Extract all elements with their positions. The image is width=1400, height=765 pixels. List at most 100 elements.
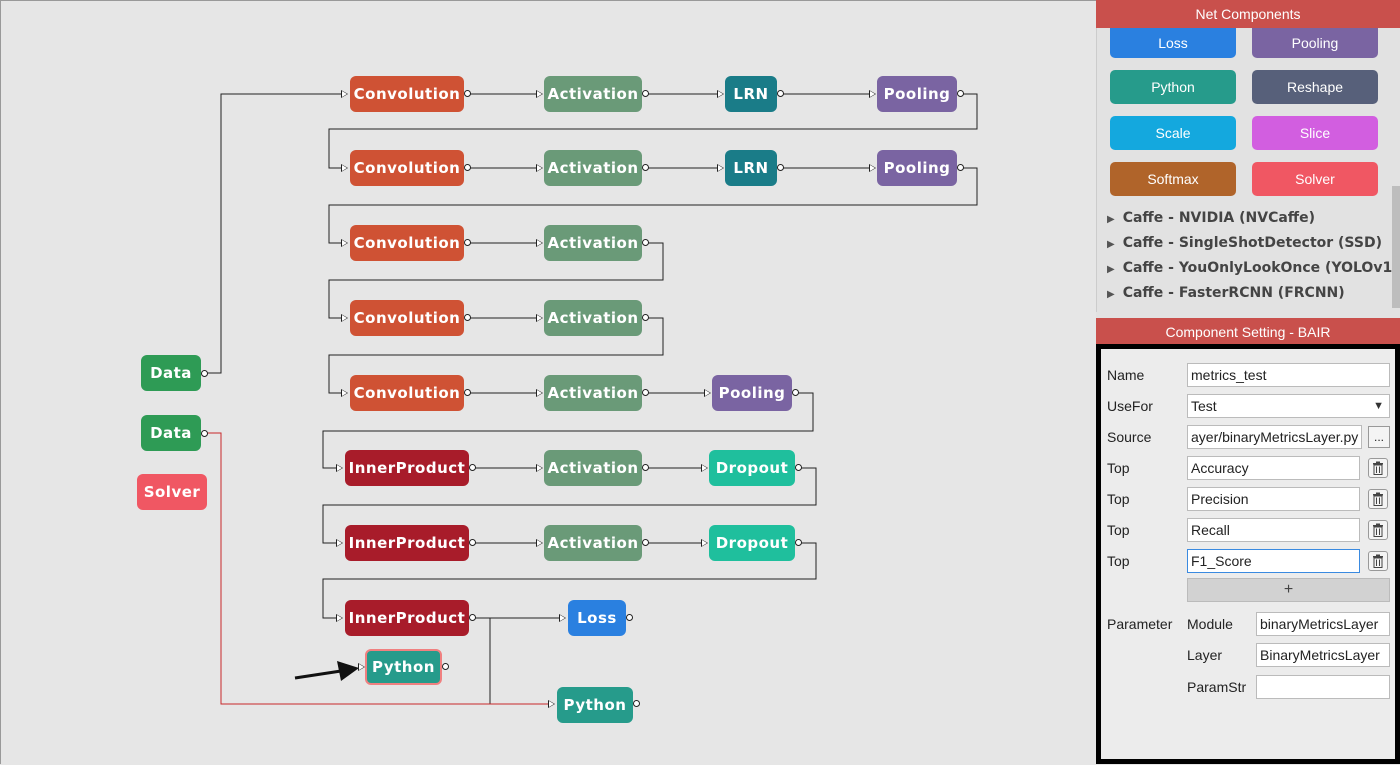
output-port[interactable] <box>642 539 649 546</box>
input-port[interactable] <box>536 90 543 98</box>
component-slice-button[interactable]: Slice <box>1252 116 1378 150</box>
input-port[interactable] <box>536 314 543 322</box>
input-port[interactable] <box>704 389 711 397</box>
convolution-node[interactable]: Convolution <box>350 375 464 411</box>
input-port[interactable] <box>341 389 348 397</box>
trash-icon[interactable] <box>1368 520 1388 540</box>
lrn-node[interactable]: LRN <box>725 150 777 186</box>
output-port[interactable] <box>464 389 471 396</box>
activation-node[interactable]: Activation <box>544 150 642 186</box>
component-solver-button[interactable]: Solver <box>1252 162 1378 196</box>
input-port[interactable] <box>341 164 348 172</box>
component-python-button[interactable]: Python <box>1110 70 1236 104</box>
dropout-node[interactable]: Dropout <box>709 450 795 486</box>
input-port[interactable] <box>536 164 543 172</box>
innerproduct-node[interactable]: InnerProduct <box>345 450 469 486</box>
python-node[interactable]: Python <box>557 687 633 723</box>
top-field[interactable]: Precision <box>1187 487 1360 511</box>
library-nvcaffe[interactable]: ▶Caffe - NVIDIA (NVCaffe) <box>1107 210 1315 226</box>
input-port[interactable] <box>869 90 876 98</box>
output-port[interactable] <box>201 430 208 437</box>
output-port[interactable] <box>442 663 449 670</box>
activation-node[interactable]: Activation <box>544 300 642 336</box>
output-port[interactable] <box>633 700 640 707</box>
input-port[interactable] <box>336 539 343 547</box>
input-port[interactable] <box>336 614 343 622</box>
output-port[interactable] <box>464 239 471 246</box>
activation-node[interactable]: Activation <box>544 375 642 411</box>
usefor-select[interactable]: Test ▼ <box>1187 394 1390 418</box>
library-ssd[interactable]: ▶Caffe - SingleShotDetector (SSD) <box>1107 235 1382 251</box>
module-field[interactable]: binaryMetricsLayer <box>1256 612 1390 636</box>
data-node[interactable]: Data <box>141 355 201 391</box>
output-port[interactable] <box>642 164 649 171</box>
input-port[interactable] <box>548 700 555 708</box>
output-port[interactable] <box>469 464 476 471</box>
top-field[interactable]: F1_Score <box>1187 549 1360 573</box>
lrn-node[interactable]: LRN <box>725 76 777 112</box>
output-port[interactable] <box>957 90 964 97</box>
trash-icon[interactable] <box>1368 489 1388 509</box>
pooling-node[interactable]: Pooling <box>877 76 957 112</box>
input-port[interactable] <box>536 539 543 547</box>
name-field[interactable]: metrics_test <box>1187 363 1390 387</box>
input-port[interactable] <box>559 614 566 622</box>
output-port[interactable] <box>626 614 633 621</box>
input-port[interactable] <box>358 663 365 671</box>
convolution-node[interactable]: Convolution <box>350 76 464 112</box>
layer-field[interactable]: BinaryMetricsLayer <box>1256 643 1390 667</box>
input-port[interactable] <box>717 164 724 172</box>
component-pooling-button[interactable]: Pooling <box>1252 28 1378 58</box>
input-port[interactable] <box>717 90 724 98</box>
add-top-button[interactable]: + <box>1187 578 1390 602</box>
source-field[interactable]: ayer/binaryMetricsLayer.py <box>1187 425 1362 449</box>
activation-node[interactable]: Activation <box>544 450 642 486</box>
output-port[interactable] <box>642 90 649 97</box>
trash-icon[interactable] <box>1368 551 1388 571</box>
output-port[interactable] <box>642 314 649 321</box>
network-canvas[interactable]: Convolution Activation LRN Pooling Convo… <box>0 0 1096 764</box>
component-reshape-button[interactable]: Reshape <box>1252 70 1378 104</box>
activation-node[interactable]: Activation <box>544 225 642 261</box>
output-port[interactable] <box>777 90 784 97</box>
library-yolo[interactable]: ▶Caffe - YouOnlyLookOnce (YOLOv1) <box>1107 260 1399 276</box>
output-port[interactable] <box>792 389 799 396</box>
output-port[interactable] <box>469 614 476 621</box>
library-frcnn[interactable]: ▶Caffe - FasterRCNN (FRCNN) <box>1107 285 1345 301</box>
output-port[interactable] <box>201 370 208 377</box>
output-port[interactable] <box>795 539 802 546</box>
activation-node[interactable]: Activation <box>544 76 642 112</box>
input-port[interactable] <box>701 464 708 472</box>
component-loss-button[interactable]: Loss <box>1110 28 1236 58</box>
innerproduct-node[interactable]: InnerProduct <box>345 600 469 636</box>
input-port[interactable] <box>336 464 343 472</box>
components-scrollbar[interactable] <box>1392 186 1400 308</box>
browse-button[interactable]: ... <box>1368 426 1390 448</box>
activation-node[interactable]: Activation <box>544 525 642 561</box>
input-port[interactable] <box>536 464 543 472</box>
paramstr-field[interactable] <box>1256 675 1390 699</box>
input-port[interactable] <box>869 164 876 172</box>
input-port[interactable] <box>341 90 348 98</box>
data-node[interactable]: Data <box>141 415 201 451</box>
top-field[interactable]: Recall <box>1187 518 1360 542</box>
output-port[interactable] <box>795 464 802 471</box>
convolution-node[interactable]: Convolution <box>350 150 464 186</box>
component-scale-button[interactable]: Scale <box>1110 116 1236 150</box>
solver-node[interactable]: Solver <box>137 474 207 510</box>
innerproduct-node[interactable]: InnerProduct <box>345 525 469 561</box>
component-softmax-button[interactable]: Softmax <box>1110 162 1236 196</box>
input-port[interactable] <box>536 389 543 397</box>
input-port[interactable] <box>341 314 348 322</box>
pooling-node[interactable]: Pooling <box>877 150 957 186</box>
output-port[interactable] <box>469 539 476 546</box>
loss-node[interactable]: Loss <box>568 600 626 636</box>
convolution-node[interactable]: Convolution <box>350 300 464 336</box>
output-port[interactable] <box>464 164 471 171</box>
top-field[interactable]: Accuracy <box>1187 456 1360 480</box>
input-port[interactable] <box>536 239 543 247</box>
output-port[interactable] <box>642 464 649 471</box>
convolution-node[interactable]: Convolution <box>350 225 464 261</box>
python-node-selected[interactable]: Python <box>365 649 442 685</box>
input-port[interactable] <box>341 239 348 247</box>
